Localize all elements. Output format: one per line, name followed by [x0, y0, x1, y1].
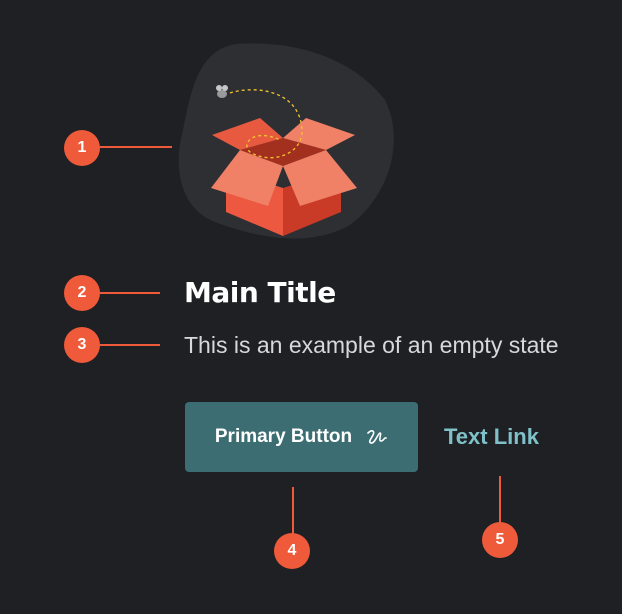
callout-marker-1: 1 — [64, 130, 100, 166]
fly-icon — [216, 85, 228, 98]
leader-line-2 — [100, 292, 160, 294]
leader-line-4 — [292, 487, 294, 535]
text-link[interactable]: Text Link — [444, 424, 539, 449]
leader-line-5 — [499, 476, 501, 524]
empty-state-description: This is an example of an empty state — [184, 332, 559, 358]
primary-button[interactable]: Primary Button — [185, 402, 418, 472]
callout-marker-4: 4 — [274, 533, 310, 569]
primary-button-label: Primary Button — [214, 426, 353, 447]
callout-marker-3: 3 — [64, 327, 100, 363]
callout-marker-5: 5 — [482, 522, 518, 558]
leader-line-3 — [100, 344, 160, 346]
leader-line-1 — [100, 146, 172, 148]
empty-state-title: Main Title — [184, 276, 336, 309]
callout-marker-2: 2 — [64, 275, 100, 311]
open-box-icon — [211, 118, 357, 236]
scribble-icon — [366, 427, 388, 447]
fly-dashed-path — [229, 89, 303, 159]
